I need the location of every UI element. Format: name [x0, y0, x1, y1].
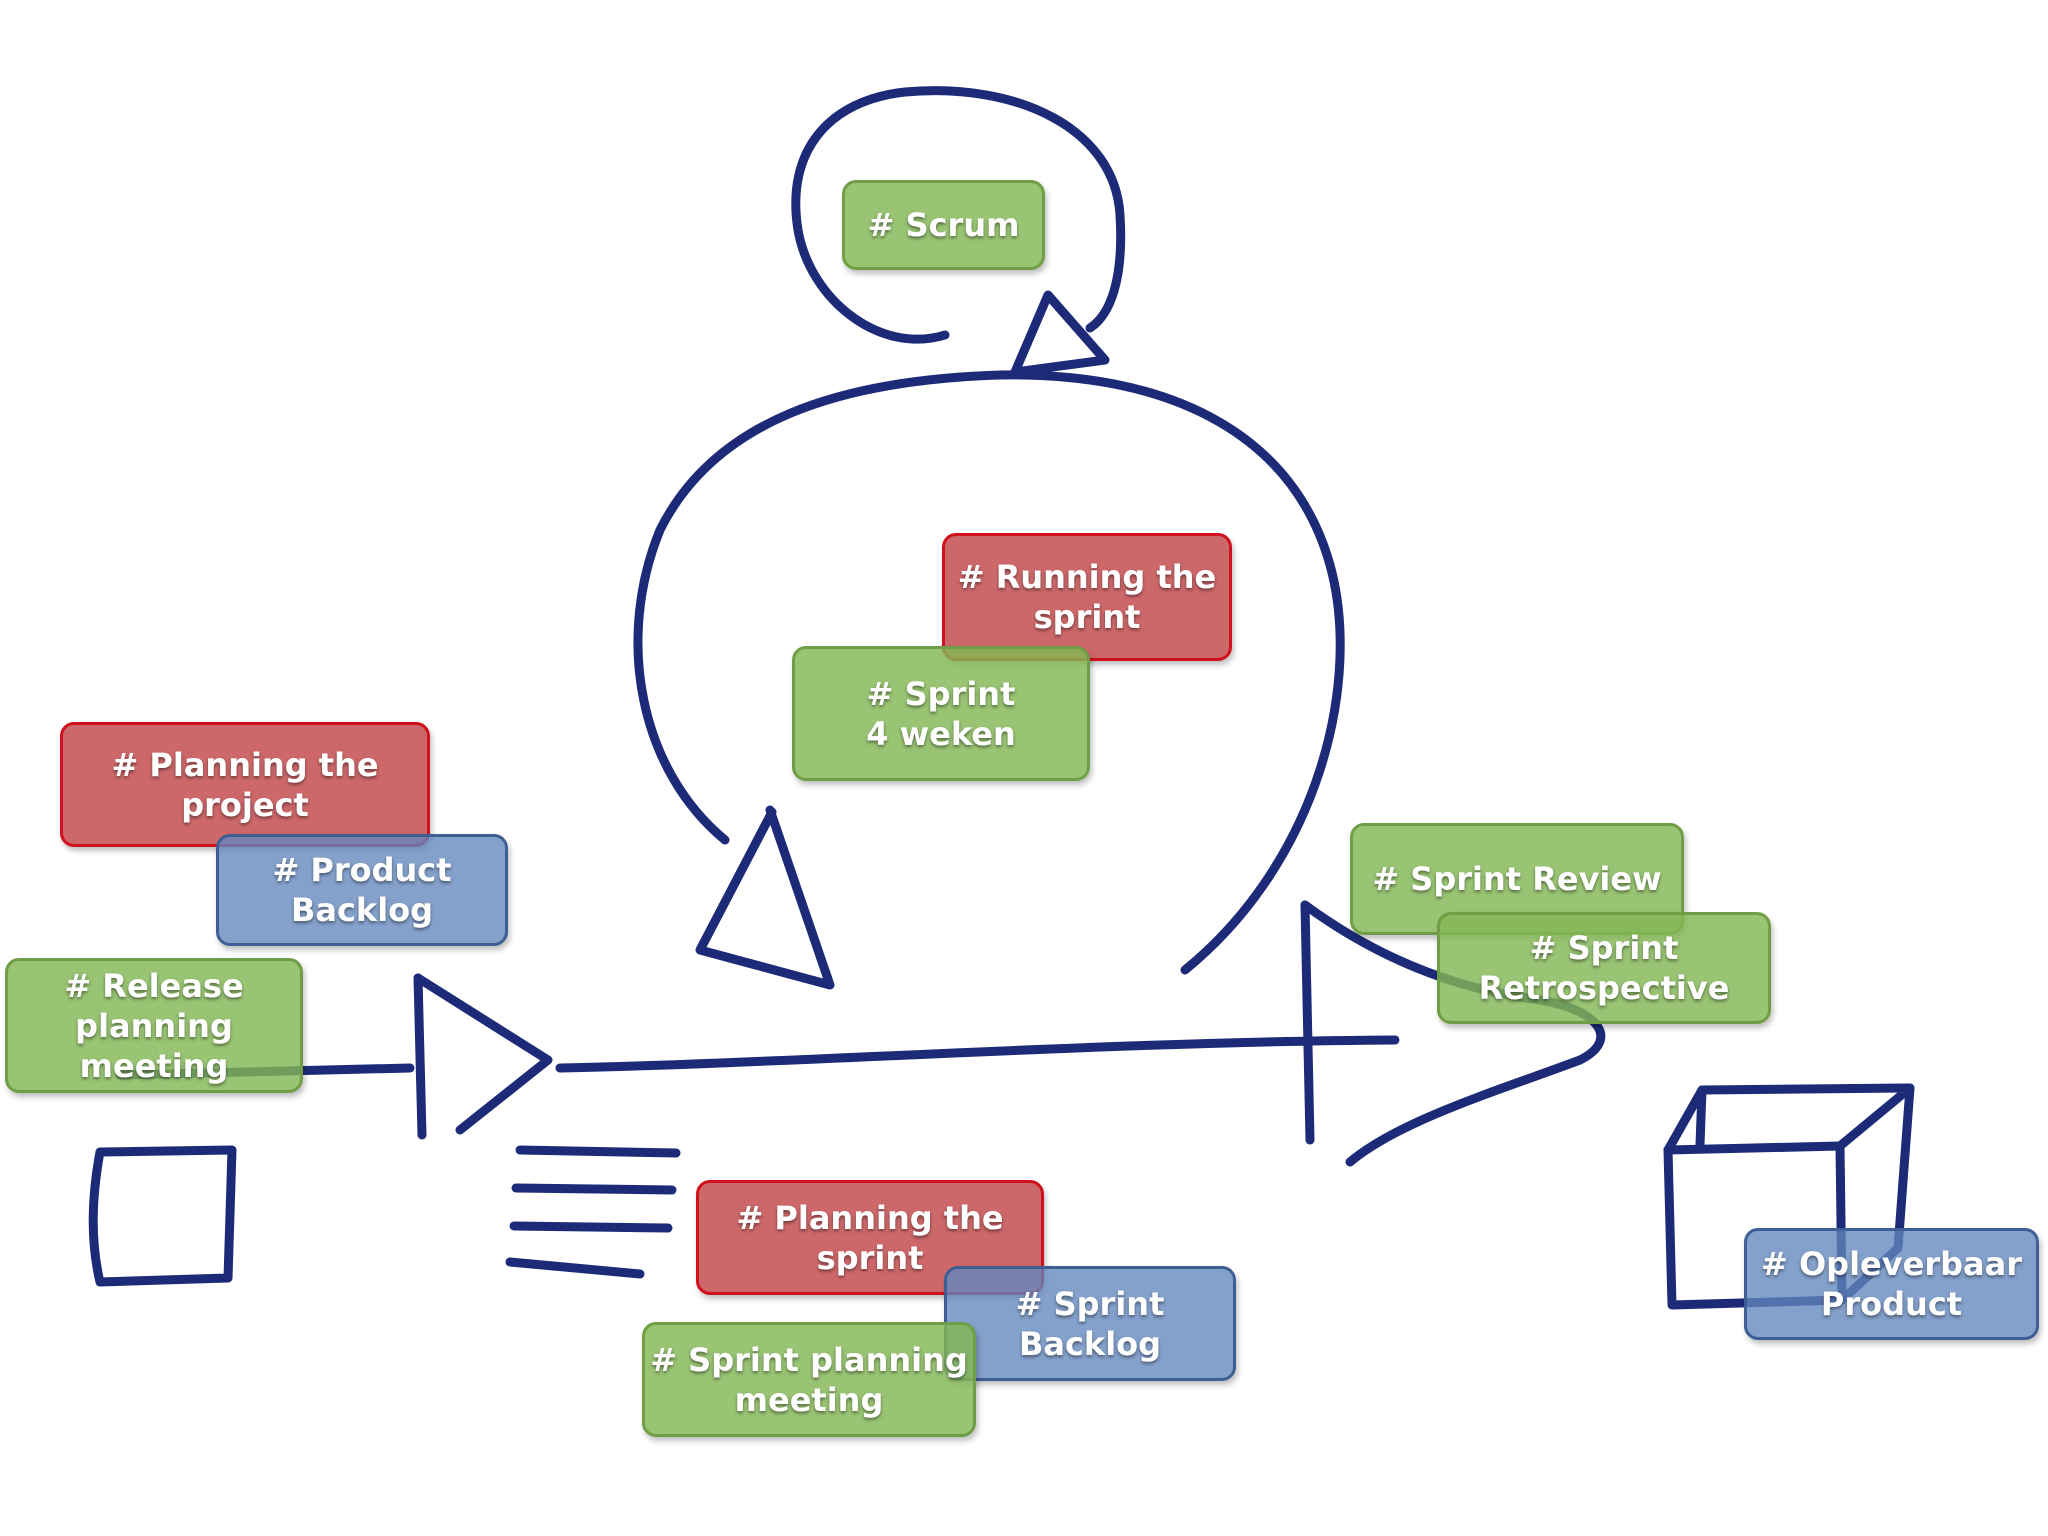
main-arrow-head-left	[413, 973, 553, 1135]
daily-scrum-loop	[791, 86, 1126, 344]
note-sprint-4-weken: # Sprint 4 weken	[792, 646, 1090, 781]
note-sprint-planning-meeting: # Sprint planning meeting	[642, 1322, 976, 1437]
note-product-backlog: # Product Backlog	[216, 834, 508, 946]
note-sprint-retrospective: # Sprint Retrospective	[1437, 912, 1771, 1024]
main-arrow-tick-right	[1300, 900, 1315, 1145]
daily-scrum-arrowhead	[1010, 290, 1110, 377]
main-arrow-tick	[413, 973, 427, 1140]
backlog-line-3	[509, 1221, 673, 1233]
main-arrow-shaft	[555, 1035, 1400, 1073]
note-opleverbaar-product: # Opleverbaar Product	[1744, 1228, 2039, 1340]
backlog-line-2	[511, 1183, 677, 1195]
sprint-loop	[633, 370, 1345, 975]
note-release-planning-meeting: # Release planning meeting	[5, 958, 303, 1093]
backlog-line-1	[515, 1145, 681, 1158]
backlog-line-4	[505, 1257, 645, 1279]
product-cube-top	[1663, 1083, 1915, 1155]
note-scrum: # Scrum	[842, 180, 1045, 270]
note-sprint-backlog: # Sprint Backlog	[944, 1266, 1236, 1381]
product-cube-edge	[1695, 1085, 1707, 1150]
note-planning-the-sprint: # Planning the sprint	[696, 1180, 1044, 1295]
note-planning-the-project: # Planning the project	[60, 722, 430, 847]
sprint-loop-arrowhead	[695, 805, 835, 990]
project-square	[88, 1145, 237, 1287]
note-running-the-sprint: # Running the sprint	[942, 533, 1232, 661]
